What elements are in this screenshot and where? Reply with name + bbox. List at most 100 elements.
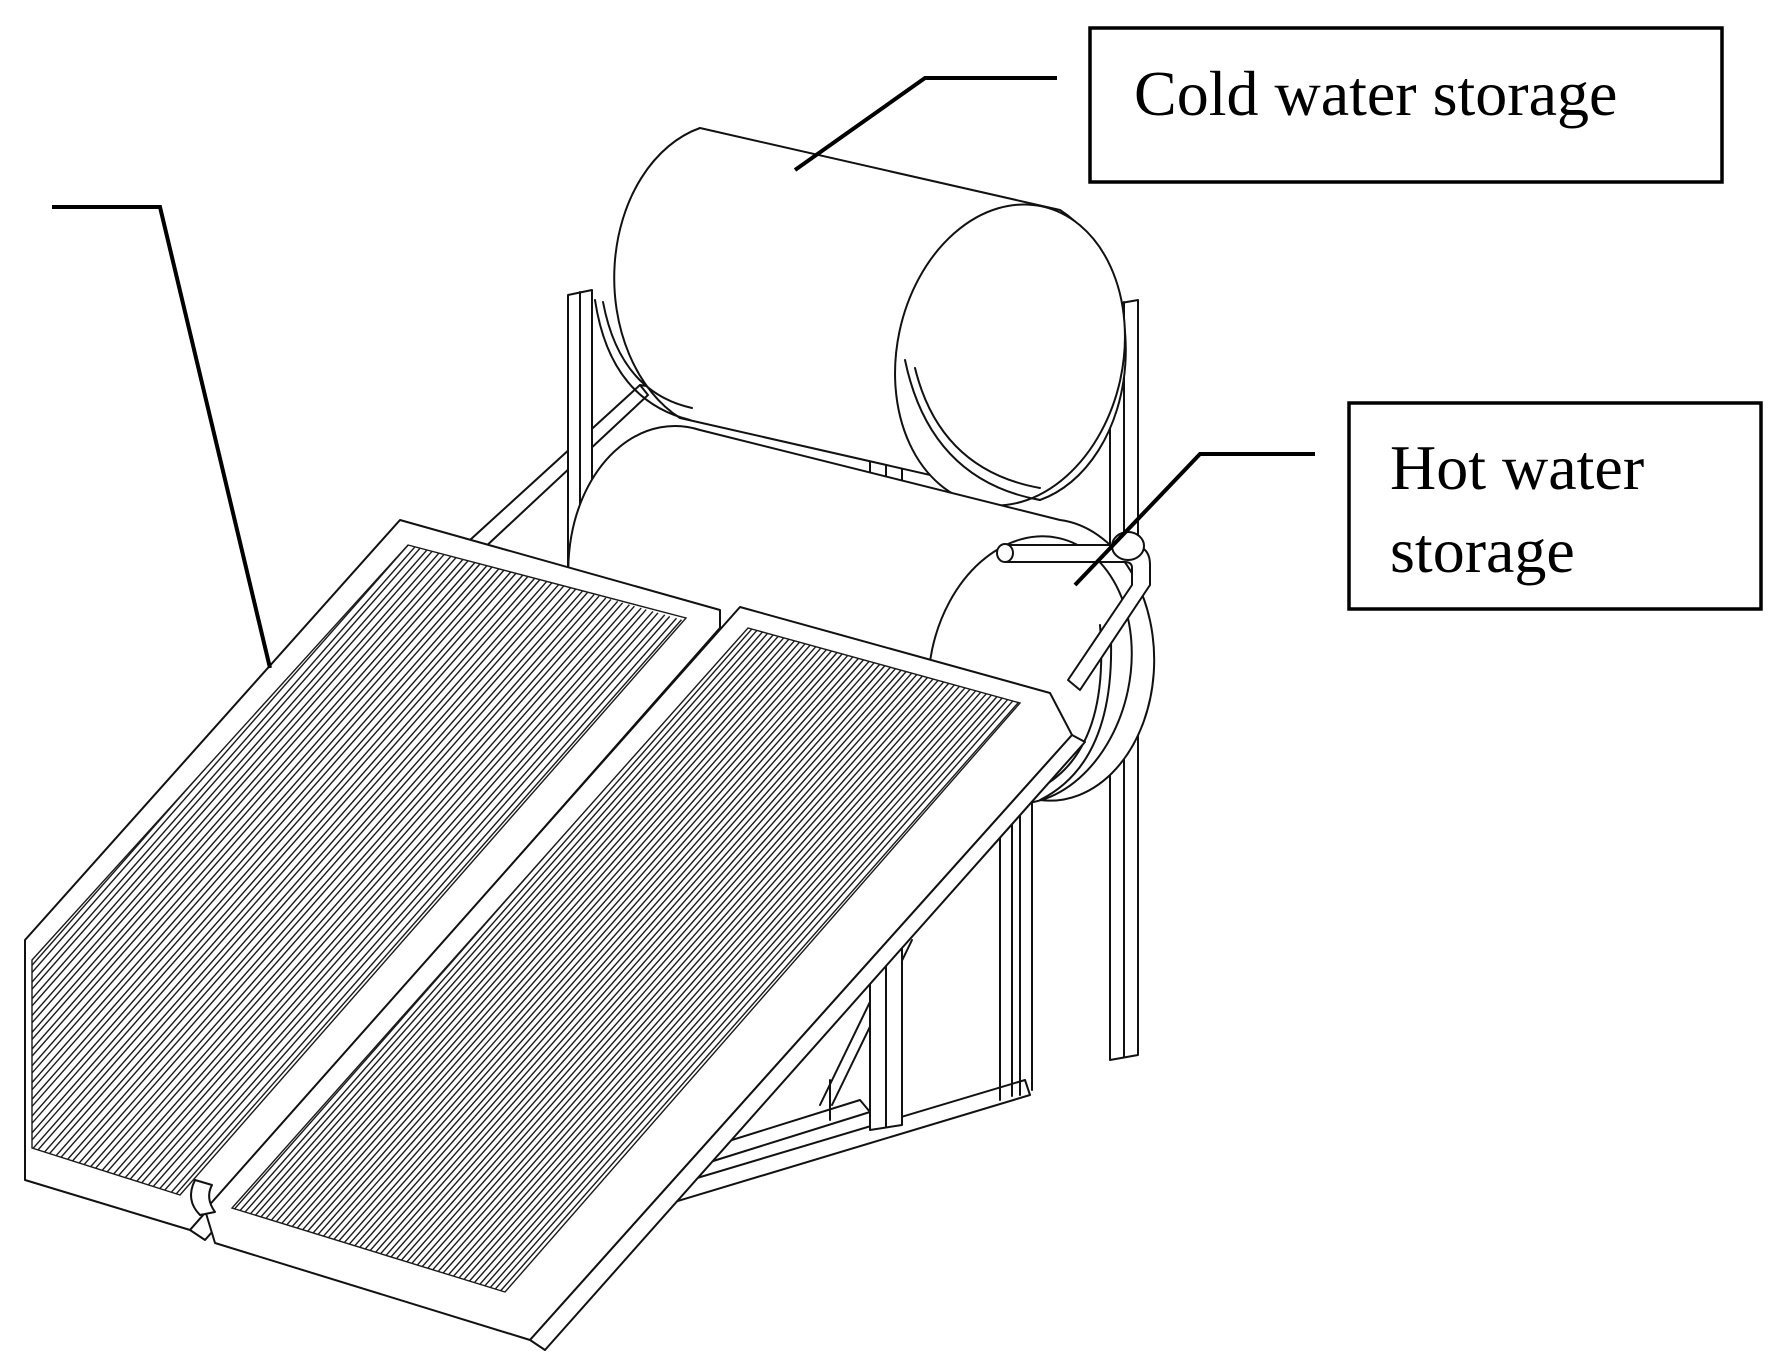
- collector-tube-line: [232, 641, 801, 1292]
- collector-right-side: [529, 734, 1086, 1351]
- collector-tube-line: [32, 602, 624, 1195]
- collector-tube-line: [32, 598, 612, 1195]
- collector-tube-line: [32, 585, 565, 1195]
- cold-tank-saddle-left: [594, 299, 693, 421]
- collector-tube-line: [32, 571, 518, 1195]
- collector-tube-line: [247, 653, 843, 1292]
- collector-tube-line: [232, 628, 753, 1292]
- collector-tube-line: [306, 669, 902, 1292]
- collector-tube-line: [253, 654, 849, 1292]
- collector-tube-line: [232, 631, 764, 1292]
- collector-tube-line: [232, 629, 758, 1292]
- collector-tube-line: [407, 697, 1003, 1292]
- label-cold-water-storage: Cold water storage: [1088, 26, 1724, 184]
- collector-tube-line: [32, 583, 560, 1195]
- collector-tube-line: [274, 660, 870, 1292]
- collector-tube-line: [81, 617, 677, 1195]
- collector-tube-line: [32, 565, 494, 1195]
- hot-storage-label-line2: storage: [1390, 515, 1575, 586]
- collector-tube-line: [354, 682, 950, 1292]
- collector-tube-line: [70, 614, 666, 1195]
- collector-tube-line: [32, 551, 447, 1195]
- collector-tube-line: [232, 648, 828, 1292]
- collector-tube-line: [32, 545, 419, 1195]
- collector-tube-line: [328, 675, 924, 1292]
- collector-tube-line: [32, 573, 525, 1195]
- collector-tube-line: [232, 644, 811, 1292]
- label-hot-water-storage: Hot water storage: [1347, 401, 1763, 611]
- collector-tube-line: [32, 558, 471, 1195]
- collector-right-tubes: [232, 628, 1020, 1292]
- collector-tube-line: [32, 545, 412, 1195]
- collector-tube-line: [32, 575, 530, 1195]
- collector-tube-line: [264, 657, 860, 1292]
- collector-tube-line: [32, 588, 577, 1195]
- collector-tube-line: [317, 672, 913, 1292]
- collector-tube-line: [32, 548, 435, 1195]
- collector-tube-line: [290, 665, 886, 1292]
- collector-tube-line: [322, 673, 918, 1292]
- collector-tube-line: [343, 679, 939, 1292]
- collector-tube-line: [413, 698, 1009, 1292]
- collector-tube-line: [32, 600, 619, 1195]
- collector-tube-line: [370, 687, 966, 1292]
- collector-tube-line: [32, 570, 513, 1195]
- collector-tube-line: [232, 647, 822, 1292]
- collector-tube-line: [381, 689, 977, 1292]
- collector-tube-line: [39, 605, 635, 1195]
- collector-tube-line: [237, 650, 833, 1292]
- cold-tank-saddle-right: [904, 359, 1041, 501]
- collector-tube-line: [32, 546, 430, 1195]
- collector-tube-line: [349, 681, 945, 1292]
- collector-tube-line: [32, 553, 454, 1195]
- hot-storage-label-line1: Hot water: [1390, 432, 1644, 503]
- collector-tube-line: [46, 607, 642, 1195]
- cold-storage-label-box: [1088, 26, 1724, 184]
- collector-tube-line: [232, 640, 796, 1292]
- collector-tube-line: [32, 550, 442, 1195]
- collector-tube-line: [397, 694, 993, 1292]
- leader-line-cold-storage: [793, 76, 1057, 172]
- collector-tube-line: [32, 590, 583, 1195]
- frame-rear-leg-1: [999, 794, 1013, 1101]
- hot-storage-label-box: [1347, 401, 1763, 611]
- collector-tube-line: [232, 637, 785, 1292]
- collector-tube-line: [86, 619, 682, 1195]
- collector-tube-line: [32, 545, 424, 1195]
- collector-tube-line: [34, 604, 630, 1195]
- collector-tube-line: [32, 560, 477, 1195]
- frame-base-inner: [699, 1099, 871, 1163]
- collector-tube-line: [242, 651, 838, 1292]
- collector-tube-line: [32, 594, 595, 1195]
- collector-tube-line: [32, 582, 553, 1195]
- collector-tube-line: [296, 666, 892, 1292]
- collector-tube-line: [75, 615, 671, 1195]
- frame-rear-leg-2: [1019, 774, 1033, 1096]
- collector-tube-line: [365, 685, 961, 1292]
- collector-tube-line: [32, 587, 572, 1195]
- collector-tube-line: [311, 670, 907, 1292]
- collector-tube-line: [285, 663, 881, 1292]
- collector-tube-line: [375, 688, 971, 1292]
- collector-tube-line: [424, 701, 1020, 1292]
- collector-tube-line: [301, 667, 897, 1292]
- collector-header-pipe: [190, 1179, 216, 1216]
- collector-tube-line: [63, 612, 659, 1195]
- collector-tube-line: [360, 684, 956, 1292]
- collector-tube-line: [402, 695, 998, 1292]
- collector-tube-line: [32, 597, 607, 1195]
- collector-tube-line: [386, 691, 982, 1292]
- collector-tube-line: [232, 645, 817, 1292]
- collector-tube-line: [32, 556, 466, 1195]
- collector-tube-line: [232, 634, 774, 1292]
- collector-tube-line: [51, 609, 647, 1195]
- collector-tube-line: [32, 595, 600, 1195]
- collector-tube-line: [32, 592, 588, 1195]
- collector-tube-line: [258, 656, 854, 1292]
- leader-line-collector: [52, 205, 272, 669]
- collector-tube-line: [269, 659, 865, 1292]
- collector-tube-line: [333, 676, 929, 1292]
- collector-tube-line: [418, 700, 1014, 1292]
